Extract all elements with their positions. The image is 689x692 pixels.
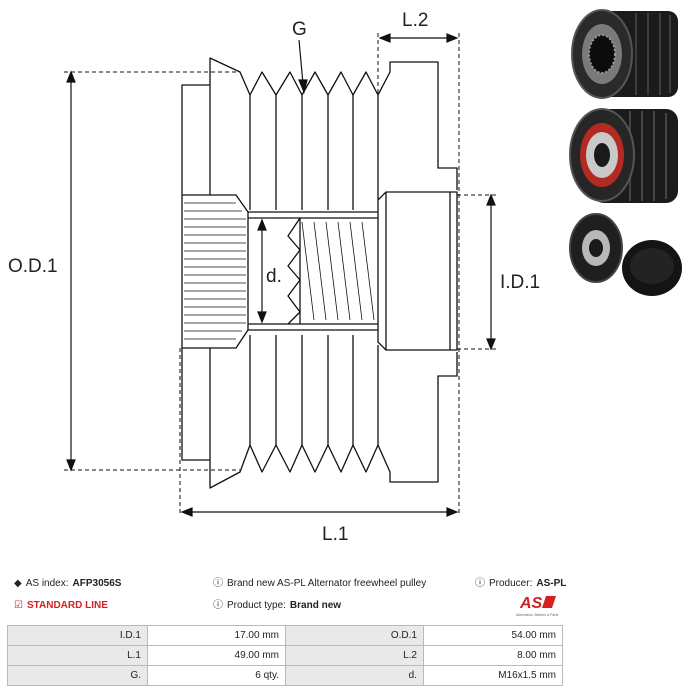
spec-value: 8.00 mm [423,645,563,666]
standard-line-label: STANDARD LINE [26,600,108,611]
pulley-bottom-profile [181,348,458,489]
tag-icon: ◆ [14,577,22,589]
as-pl-logo: AS Alternators, Starters & Parts [516,595,559,617]
info-icon: ⓘ [213,599,223,611]
product-type-value: Brand new [289,600,342,611]
technical-drawing: G L.2 O.D.1 I.D.1 d. L.1 [8,10,540,545]
spec-value: 49.00 mm [147,645,286,666]
spec-value: 54.00 mm [423,625,563,646]
thread-label: d. [266,266,282,287]
product-photo-angle [569,108,678,203]
spec-value: M16x1.5 mm [423,665,563,686]
table-row: I.D.1 17.00 mm O.D.1 54.00 mm [7,625,563,646]
standard-line: ☑ STANDARD LINE [14,600,108,611]
outer-diameter-label: O.D.1 [8,256,58,277]
description: ⓘ Brand new AS-PL Alternator freewheel p… [213,578,426,589]
producer: ⓘ Producer: AS-PL [475,578,566,589]
as-index-value: AFP3056S [72,578,122,589]
length1-label: L.1 [322,524,348,545]
spec-label: I.D.1 [7,625,148,646]
producer-label: Producer: [489,578,533,589]
product-type-label: Product type: [227,600,286,611]
table-row: L.1 49.00 mm L.2 8.00 mm [7,645,563,666]
svg-text:AS: AS [519,595,543,612]
checkbox-icon: ☑ [14,599,23,611]
spec-value: 17.00 mm [147,625,286,646]
spec-label: L.2 [285,645,424,666]
info-icon: ⓘ [213,577,223,589]
svg-text:Alternators, Starters & Parts: Alternators, Starters & Parts [516,613,559,617]
product-photo-front [571,9,678,99]
groove-label: G [292,19,307,40]
producer-value: AS-PL [536,578,567,589]
pulley-top-profile [181,57,458,195]
spec-value: 6 qty. [147,665,286,686]
spec-label: G. [7,665,148,686]
spec-label: O.D.1 [285,625,424,646]
inner-diameter-label: I.D.1 [500,272,540,293]
spec-table: I.D.1 17.00 mm O.D.1 54.00 mm L.1 49.00 … [7,625,563,686]
table-row: G. 6 qty. d. M16x1.5 mm [7,665,563,686]
description-text: Brand new AS-PL Alternator freewheel pul… [227,578,427,589]
spec-label: d. [285,665,424,686]
info-icon: ⓘ [475,577,485,589]
product-type: ⓘ Product type: Brand new [213,600,341,611]
as-index: ◆ AS index: AFP3056S [14,578,121,589]
length2-label: L.2 [402,10,428,31]
product-photo-cap [569,213,682,296]
as-index-label: AS index: [25,578,69,589]
spec-label: L.1 [7,645,148,666]
